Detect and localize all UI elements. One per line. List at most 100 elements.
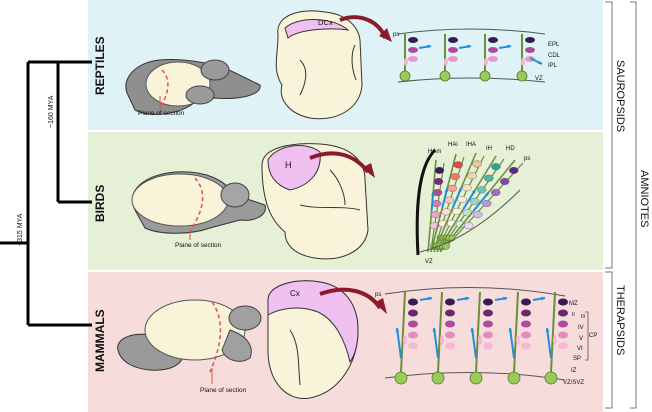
mammal-neuron (558, 298, 568, 306)
bird-section (261, 143, 369, 260)
bird-migration-arrow-head (430, 192, 435, 196)
mammal-plane-label: Plane of section (200, 387, 247, 394)
mammal-migrating-neuron (403, 335, 407, 345)
bird-vz-label: VZ (425, 259, 433, 265)
reptile-migrating-neuron (404, 58, 408, 66)
bird-neuron (457, 196, 467, 204)
amniotes-label: AMNIOTES (638, 170, 650, 227)
bird-neuron (453, 161, 463, 169)
bird-ventricle-edge (415, 148, 437, 256)
mammal-layer-vzsvz: VZ/SVZ (563, 380, 584, 386)
mammal-layer-vi: VI (577, 346, 583, 352)
mammal-zoom-arrowhead (374, 298, 387, 314)
mammal-tangential-arrow-head (465, 296, 469, 301)
reptile-neuron-epl (408, 37, 418, 43)
group-brackets (605, 1, 637, 409)
mammal-glia-fiber (437, 291, 443, 373)
bird-region-ham: HAm (428, 149, 441, 155)
mammal-neuron (445, 309, 455, 317)
reptile-zoom-arrowhead (379, 28, 392, 42)
reptile-layer-cdl: CDL (548, 53, 561, 59)
bird-neuron (433, 177, 444, 185)
reptile-migration-arrow-head (427, 44, 431, 49)
node-inner-label: ~160 MYA (48, 95, 55, 128)
mammal-glia-fiber (400, 291, 406, 373)
mammal-neuron (521, 342, 531, 350)
mammal-neuron (483, 320, 493, 328)
reptile-plane-label: Plane of section (138, 110, 185, 117)
mammal-glia-fiber (513, 291, 519, 373)
bird-glia-fiber (439, 158, 505, 251)
bird-pallium-schematic (415, 148, 524, 256)
bird-neuron (467, 172, 477, 180)
mammal-progenitor-cell (544, 371, 558, 385)
mammal-layer-iii: III (581, 314, 585, 320)
mammal-neuron (445, 298, 455, 306)
bird-region-iha: IHA (466, 142, 476, 148)
bird-neuron (444, 196, 454, 204)
reptile-migration-arrow-head (467, 44, 471, 49)
bird-neuron (473, 211, 483, 219)
mammal-migration-arrow-head (395, 328, 400, 332)
mammal-neuron (408, 320, 418, 328)
bird-glia-fiber (442, 162, 524, 251)
mammals-label: MAMMALS (93, 309, 107, 372)
bird-glia-fiber (436, 155, 485, 251)
mammal-ps-label: ps (375, 292, 381, 298)
bird-neuron (469, 197, 480, 205)
bird-neuron (430, 211, 441, 219)
mammal-neuron (483, 331, 493, 339)
reptile-section (275, 10, 363, 120)
mammal-tangential-arrow-head (541, 296, 545, 301)
reptile-pial-surface (397, 28, 546, 35)
bird-neuron (472, 160, 482, 168)
reptile-neuron-epl (525, 37, 535, 43)
mammal-pial-surface (384, 287, 566, 297)
mammal-migrating-neuron (553, 335, 557, 345)
reptile-migration-arrow-head (538, 60, 542, 65)
reptile-migrating-neuron (521, 58, 525, 66)
reptile-neuron-ipl (488, 56, 498, 62)
bird-neuron (477, 186, 487, 194)
mammal-neuron (483, 298, 493, 306)
reptile-neuron-cdl (448, 47, 458, 53)
mammal-layer-v: V (579, 336, 583, 342)
mammal-neuron (558, 309, 568, 317)
bird-plane-label: Plane of section (175, 242, 222, 249)
mammal-neuron (521, 309, 531, 317)
bird-migration-arrow (472, 191, 490, 212)
mammal-cp-label: CP (589, 333, 597, 339)
mammal-migration-arrow-head (470, 328, 475, 332)
reptile-layer-ipl: IPL (548, 63, 558, 69)
mammal-progenitor-cell (431, 371, 445, 385)
reptile-neuron-cdl (488, 47, 498, 53)
reptile-progenitor-cell (479, 70, 491, 82)
bird-migration-arrow-head (485, 192, 489, 197)
mammal-progenitor-cell (469, 371, 483, 385)
reptile-ps-label: ps (393, 32, 399, 38)
mammal-migrating-neuron (440, 335, 444, 345)
bird-migration-arrow-head (458, 187, 462, 192)
mammal-tangential-arrow-head (503, 296, 507, 301)
reptile-layer-epl: EPL (548, 42, 560, 48)
bird-migration-arrow-head (471, 189, 476, 194)
bird-region-hd: HD (506, 146, 515, 152)
bird-migration-arrow-head (444, 188, 449, 193)
mammal-neuron (558, 342, 568, 350)
bird-neuron (500, 177, 510, 185)
mammal-tangential-arrow-head (428, 296, 432, 301)
mammal-migration-arrow (546, 327, 552, 359)
bird-neuron (464, 222, 474, 230)
mammal-migration-arrow (471, 327, 477, 359)
reptile-neuron-ipl (448, 56, 458, 62)
reptiles-label: REPTILES (93, 36, 107, 95)
reptile-vz-label: VZ (535, 76, 543, 82)
mammal-brain-illustration (117, 299, 262, 384)
mammal-glia-fiber (550, 291, 556, 373)
reptile-neuron-cdl (408, 47, 418, 53)
bird-region-label: H (285, 160, 292, 170)
bird-neuron (462, 184, 472, 192)
bird-neuron (432, 189, 443, 197)
mammal-neuron (408, 298, 418, 306)
